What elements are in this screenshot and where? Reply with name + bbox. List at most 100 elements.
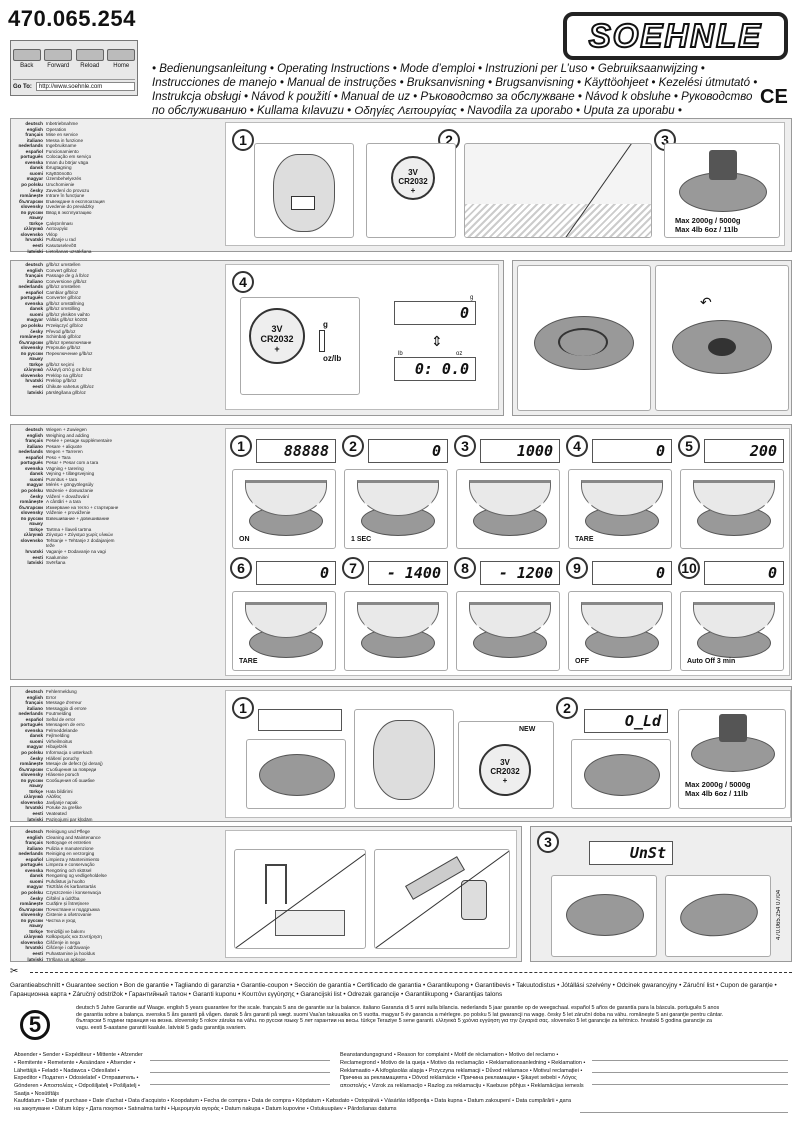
complaint-line[interactable] (592, 1084, 788, 1085)
language-text: Çalıştırılması (46, 220, 73, 226)
scale-underside-illustration (254, 143, 354, 238)
language-name: eesti (32, 384, 43, 390)
scale-platform (584, 754, 660, 796)
unit-oz-text: oz (323, 354, 332, 363)
sender-line[interactable] (150, 1072, 330, 1073)
language-text: Vägning + tarering (46, 465, 84, 471)
language-name: românește (19, 334, 43, 340)
max-load-illustration: Max 2000g / 5000g Max 4lb 6oz / 11lb (678, 709, 786, 809)
step-note: TARE (575, 536, 594, 543)
language-name: italiano (26, 845, 43, 851)
replace-battery-illustration: NEW 3V CR2032 + (458, 721, 554, 809)
language-name: ελληνικά (23, 794, 43, 800)
step-number: 9 (566, 557, 588, 579)
purchase-line[interactable] (580, 1112, 788, 1113)
sender-line[interactable] (150, 1060, 330, 1061)
language-text: Svēršana (46, 560, 66, 566)
back-button: Back (12, 49, 41, 69)
open-illustration: ↶ (655, 265, 789, 411)
forward-icon (44, 49, 73, 61)
arrow-icon: ⇕ (431, 333, 443, 349)
scale-display: 200 (704, 439, 784, 463)
scale-illustration: 1 SEC (344, 469, 448, 549)
language-text: Въвеждане в експлоатация (46, 198, 105, 204)
language-name: ελληνικά (23, 226, 43, 232)
battery-plus: + (410, 186, 416, 195)
language-text: Intrare în funcțiune (46, 193, 85, 199)
battery-plus: + (502, 776, 508, 785)
bottle-icon (405, 856, 465, 900)
battery-model: CR2032 (398, 177, 428, 186)
language-name: dansk (29, 306, 43, 312)
language-name: nederlands (18, 284, 43, 290)
no-chemicals-illustration (374, 849, 510, 949)
language-name: latviski (27, 816, 43, 822)
language-text: Punnitus + tara (46, 476, 78, 482)
scale-display: 1000 (480, 439, 560, 463)
faucet-icon (265, 864, 287, 904)
language-name: по русски языку (20, 350, 43, 362)
step-number: 1 (230, 435, 252, 457)
max-imperial: Max 4lb 6oz / 11lb (685, 789, 748, 798)
language-text: Virheilmoitus (46, 738, 73, 744)
language-text: Inbetriebnahme (46, 121, 78, 126)
language-text: Kasutuselevõtt (46, 243, 77, 249)
battery-voltage: 3V (271, 324, 283, 334)
complaint-line[interactable] (592, 1072, 788, 1073)
language-text: Convert g/lb/oz (46, 267, 77, 273)
language-text: Hata bildirimi (46, 788, 73, 794)
language-name: türkçe (29, 220, 43, 226)
language-name: ελληνικά (23, 532, 43, 538)
language-text: Pesare + aliquote (46, 443, 82, 449)
language-text: Foutmelding (46, 711, 72, 717)
language-name: eesti (32, 951, 43, 957)
battery: 3V CR2032 + (479, 744, 531, 796)
document-number: 470.065.254 (8, 6, 136, 31)
step-number: 8 (454, 557, 476, 579)
language-text: Tīrīšana un apkope (46, 956, 86, 962)
language-text: Felmeddelande (46, 727, 78, 733)
language-name: nederlands (18, 711, 43, 717)
language-name: nederlands (18, 449, 43, 455)
language-name: suomi (29, 311, 43, 317)
scale-body (275, 910, 345, 936)
language-name: hrvatski (25, 945, 43, 951)
language-name: slovensky (20, 772, 43, 778)
max-load-text: Max 2000g / 5000g Max 4lb 6oz / 11lb (675, 216, 740, 234)
language-name: deutsch (25, 262, 43, 267)
language-name: italiano (26, 705, 43, 711)
sender-line[interactable] (150, 1084, 330, 1085)
language-text: Funcionamiento (46, 148, 79, 154)
battery-voltage: 3V (408, 168, 418, 177)
language-name: po polsku (21, 890, 43, 896)
complaint-line[interactable] (592, 1060, 788, 1061)
language-text: Messaggio di errore (46, 705, 87, 711)
language-text: Hibajelzék (46, 744, 68, 750)
language-name: по русски языку (20, 515, 43, 527)
language-name: hrvatski (25, 237, 43, 243)
language-name: ελληνικά (23, 367, 43, 373)
brand-text: SOEHNLE (588, 16, 763, 55)
language-text: Αλάθος (46, 794, 62, 800)
